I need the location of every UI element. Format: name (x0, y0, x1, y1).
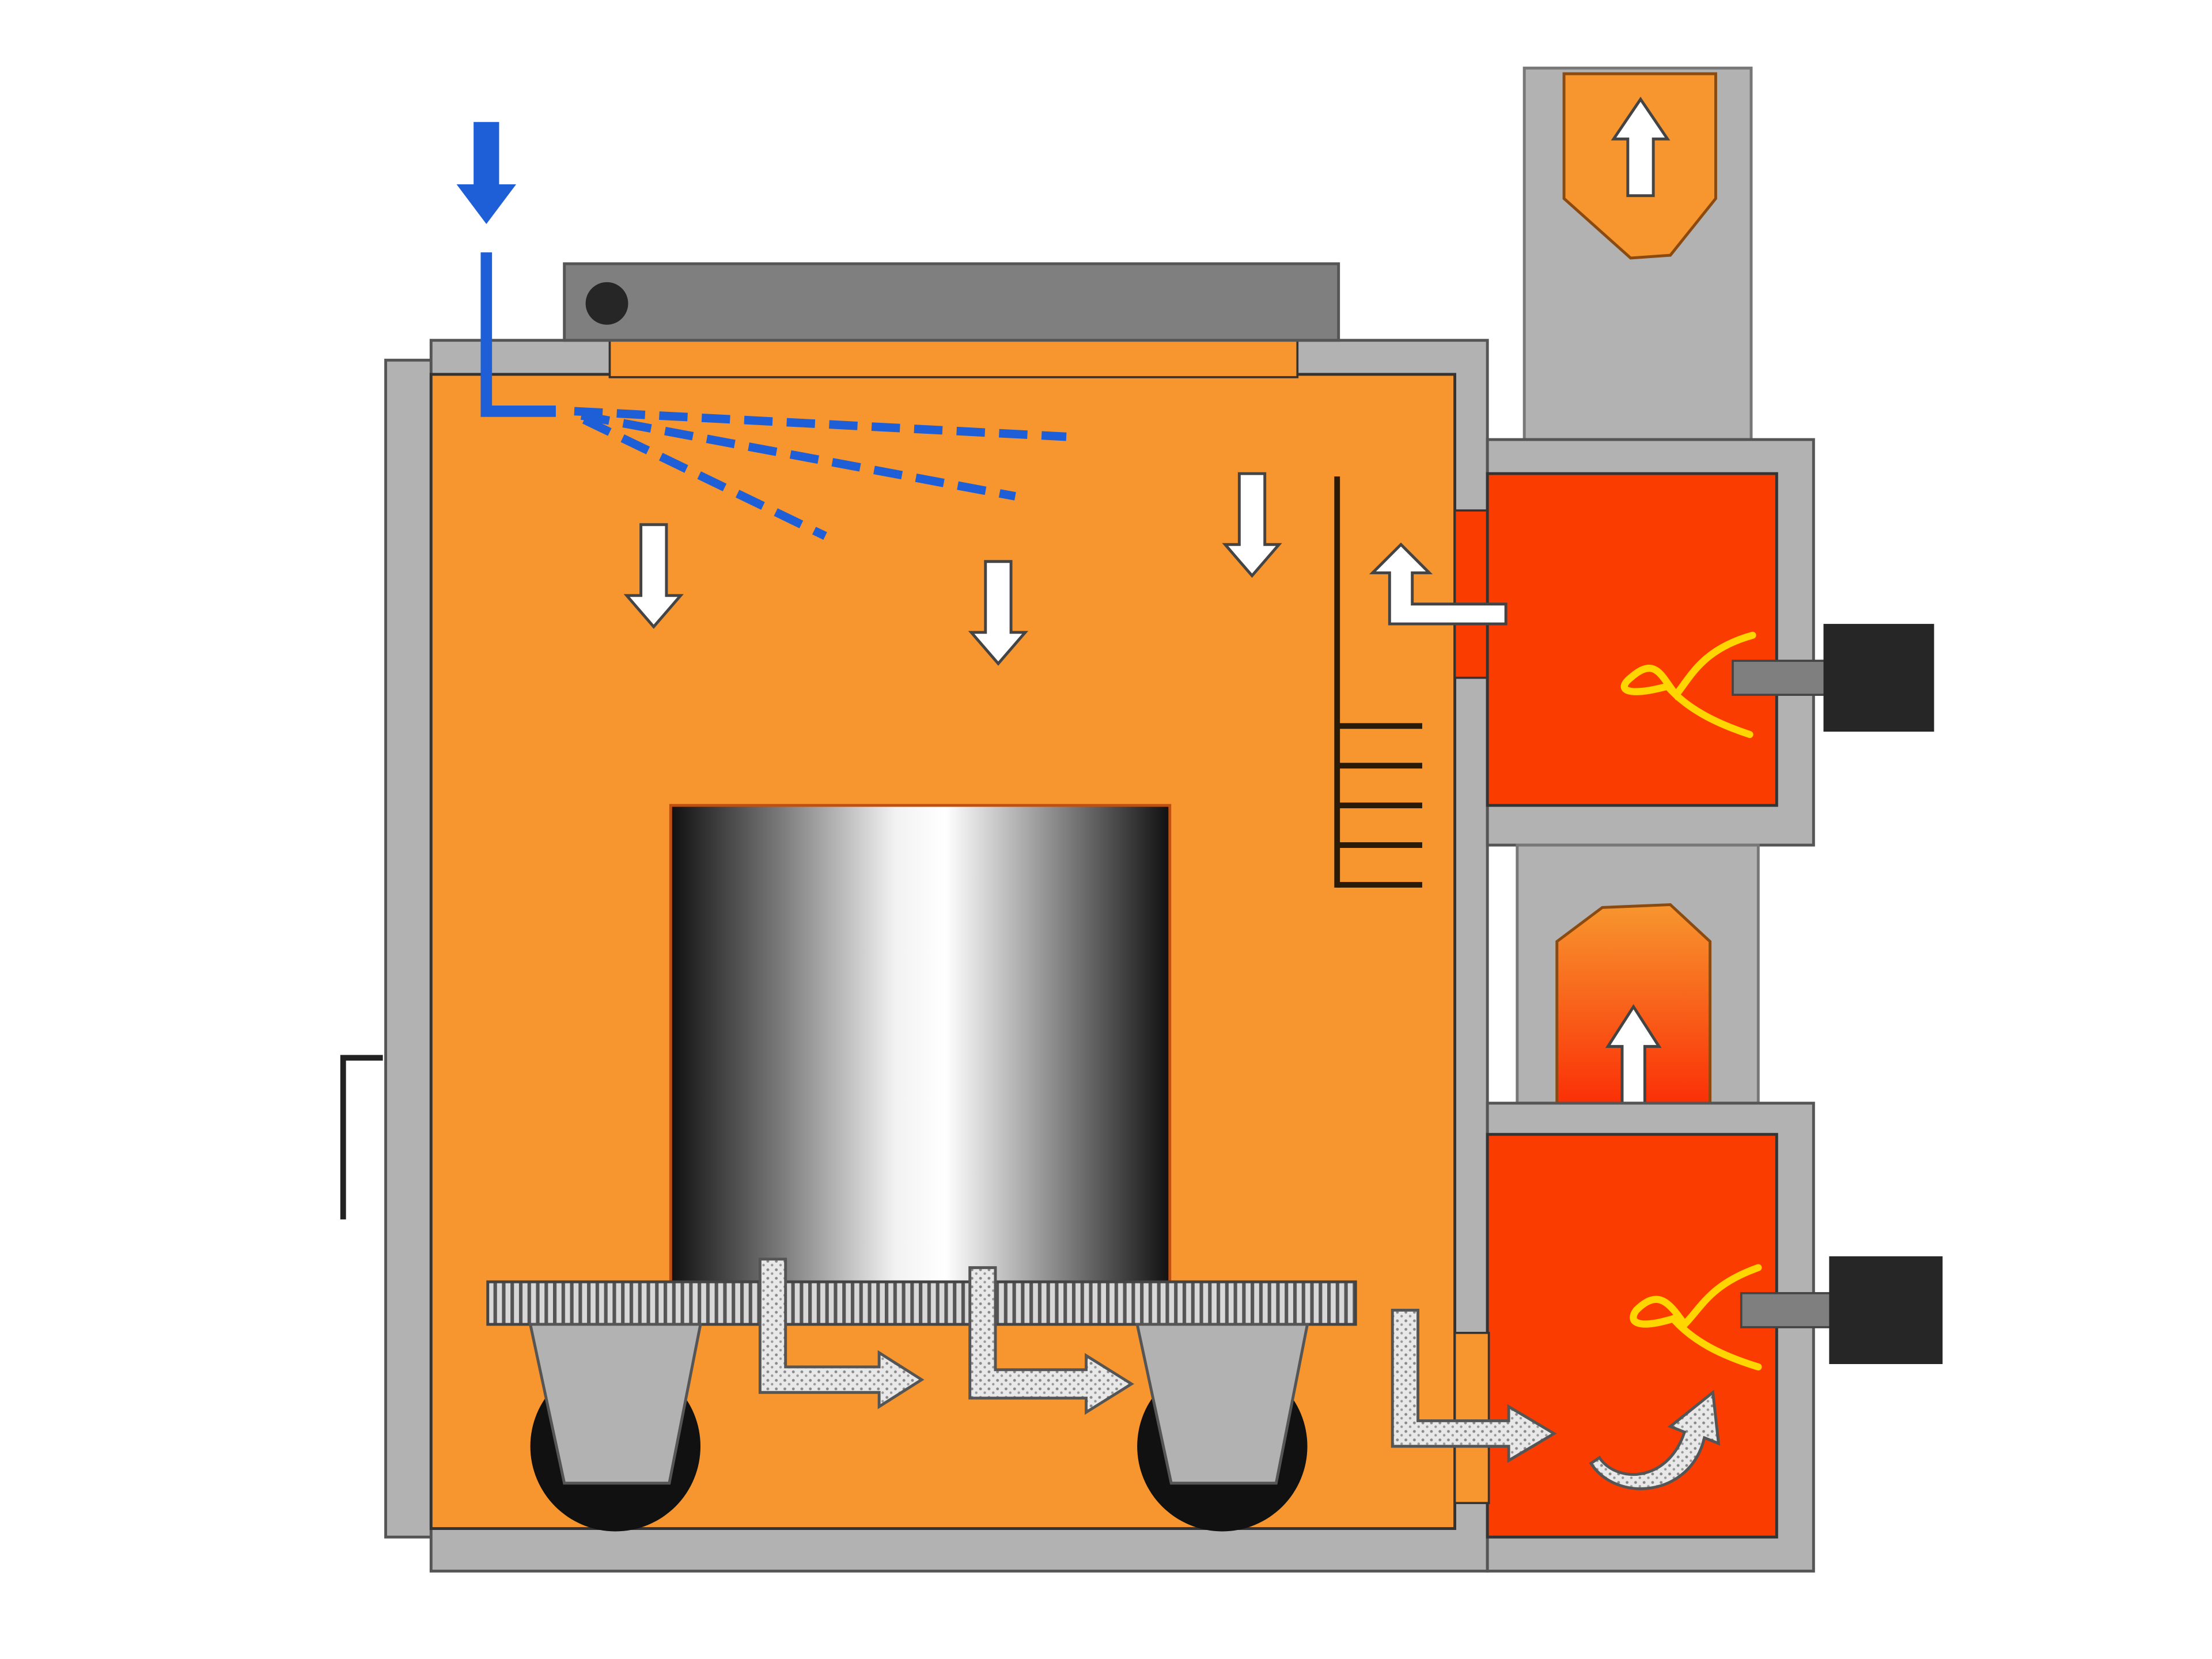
lower-port (1453, 1332, 1490, 1505)
airflow-arrows (623, 472, 1282, 666)
right-arrow-icon (1391, 1309, 1557, 1463)
burner-nozzle (1740, 1292, 1836, 1328)
water-down-arrow (456, 122, 516, 224)
burner-nozzle (1732, 660, 1831, 696)
down-arrow-icon (623, 523, 684, 629)
down-arrow-icon (968, 560, 1029, 666)
damper (1334, 476, 1422, 888)
upper-port (1453, 509, 1490, 679)
water-spray (574, 407, 1067, 540)
return-air-arrow (1369, 542, 1508, 626)
upper-burner-box (1369, 438, 1934, 847)
support-left (528, 1323, 702, 1532)
transfer-duct (1516, 843, 1760, 1136)
hot-air-arrows (758, 1257, 1557, 1463)
water-inlet (456, 122, 1067, 540)
flue-up-arrow (1605, 1004, 1662, 1105)
drum (669, 804, 1172, 1289)
flame-icon (1620, 631, 1756, 738)
flame-icon (1630, 1264, 1762, 1371)
door-handle (340, 1055, 383, 1219)
recirculation-arrow (1589, 1389, 1721, 1490)
down-arrow-icon (1222, 472, 1282, 578)
lid-hinge-icon (585, 282, 628, 325)
lid (563, 262, 1340, 342)
exhaust-up-arrow (1611, 96, 1671, 198)
conveyor-grate (486, 1280, 1357, 1326)
support-right (1135, 1323, 1309, 1532)
lower-burner-box (1486, 1101, 1943, 1573)
right-arrow-icon (968, 1266, 1134, 1415)
burner-motor-icon (1823, 624, 1934, 732)
right-arrow-icon (758, 1257, 925, 1410)
burner-motor-icon (1829, 1256, 1943, 1364)
exhaust-stack (1522, 66, 1753, 441)
